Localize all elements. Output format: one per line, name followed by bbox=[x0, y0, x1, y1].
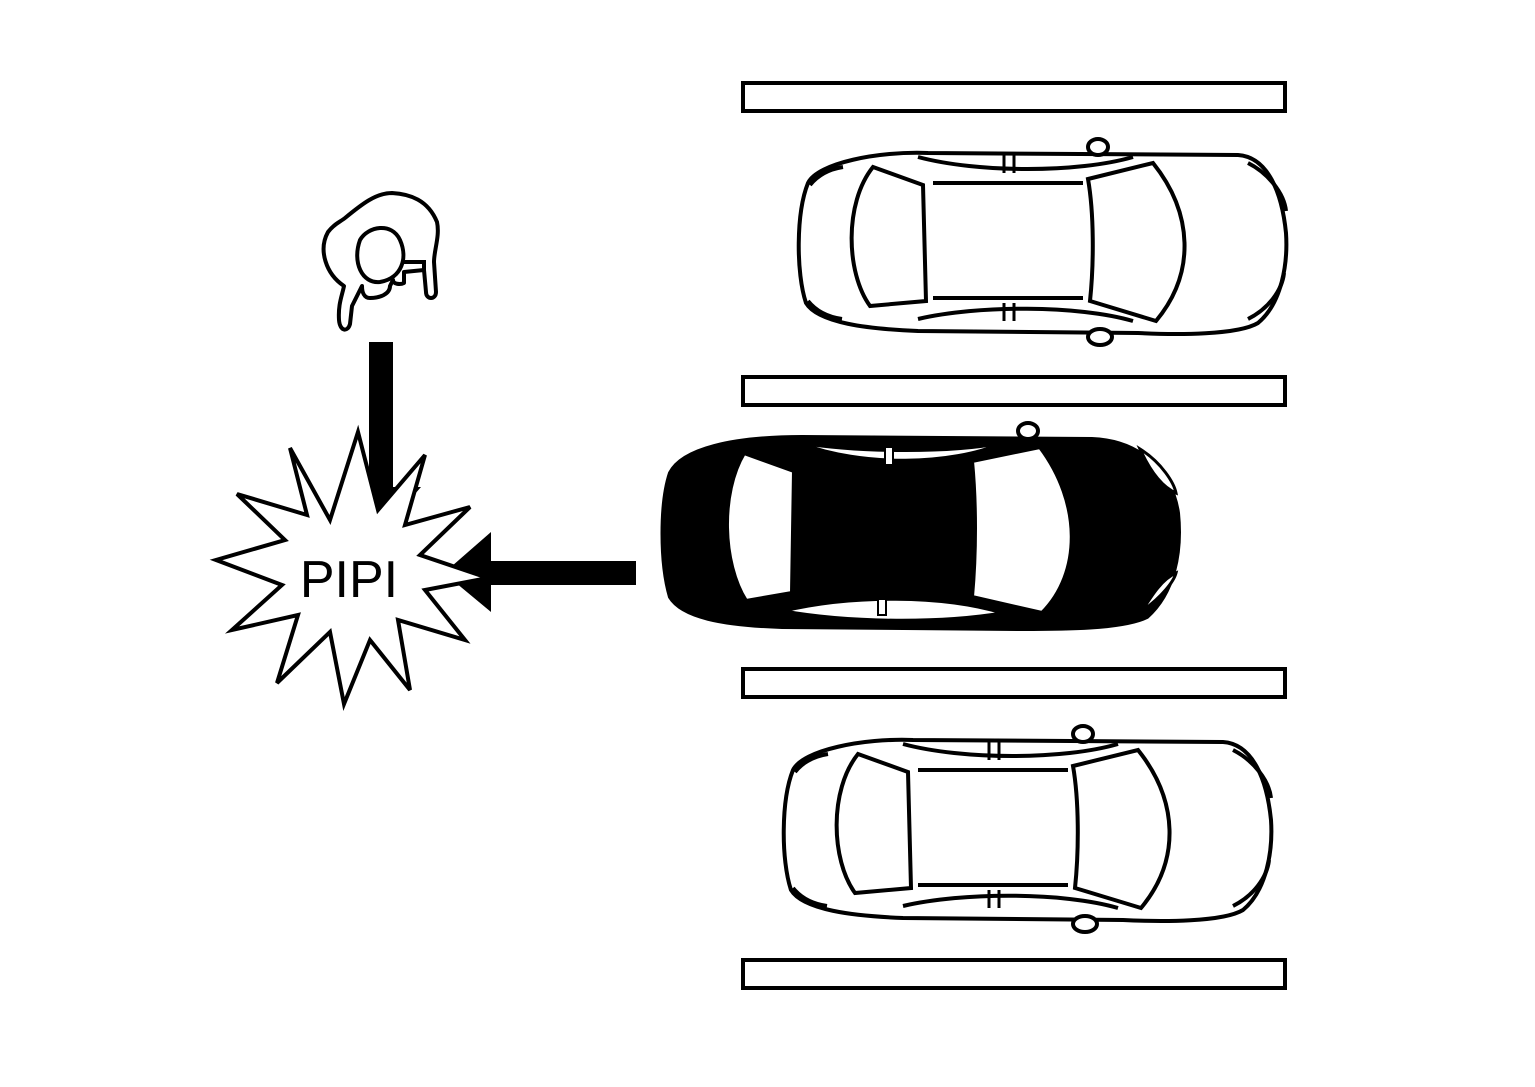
car-windshield bbox=[1085, 160, 1187, 324]
parking-line-2 bbox=[741, 375, 1287, 407]
parking-line-3 bbox=[741, 667, 1287, 699]
parked-car-bottom bbox=[781, 724, 1274, 934]
pedestrian-topview-icon bbox=[321, 191, 440, 332]
car-windshield bbox=[969, 444, 1074, 616]
car-windshield bbox=[1070, 747, 1172, 911]
alert-text: PIPI bbox=[300, 551, 398, 609]
pedestrian-head bbox=[355, 226, 406, 285]
parking-lines bbox=[741, 81, 1287, 990]
car-rear-window bbox=[849, 164, 929, 309]
starburst-icon: PIPI bbox=[209, 424, 496, 711]
parking-line-4 bbox=[741, 958, 1287, 990]
car-rear-window bbox=[834, 751, 914, 896]
parking-line-1 bbox=[741, 81, 1287, 113]
reversing-car bbox=[660, 421, 1181, 632]
car-rear-window bbox=[724, 450, 797, 604]
parked-car-top bbox=[796, 137, 1289, 347]
arrow-icon-car-to-alert bbox=[444, 532, 636, 612]
